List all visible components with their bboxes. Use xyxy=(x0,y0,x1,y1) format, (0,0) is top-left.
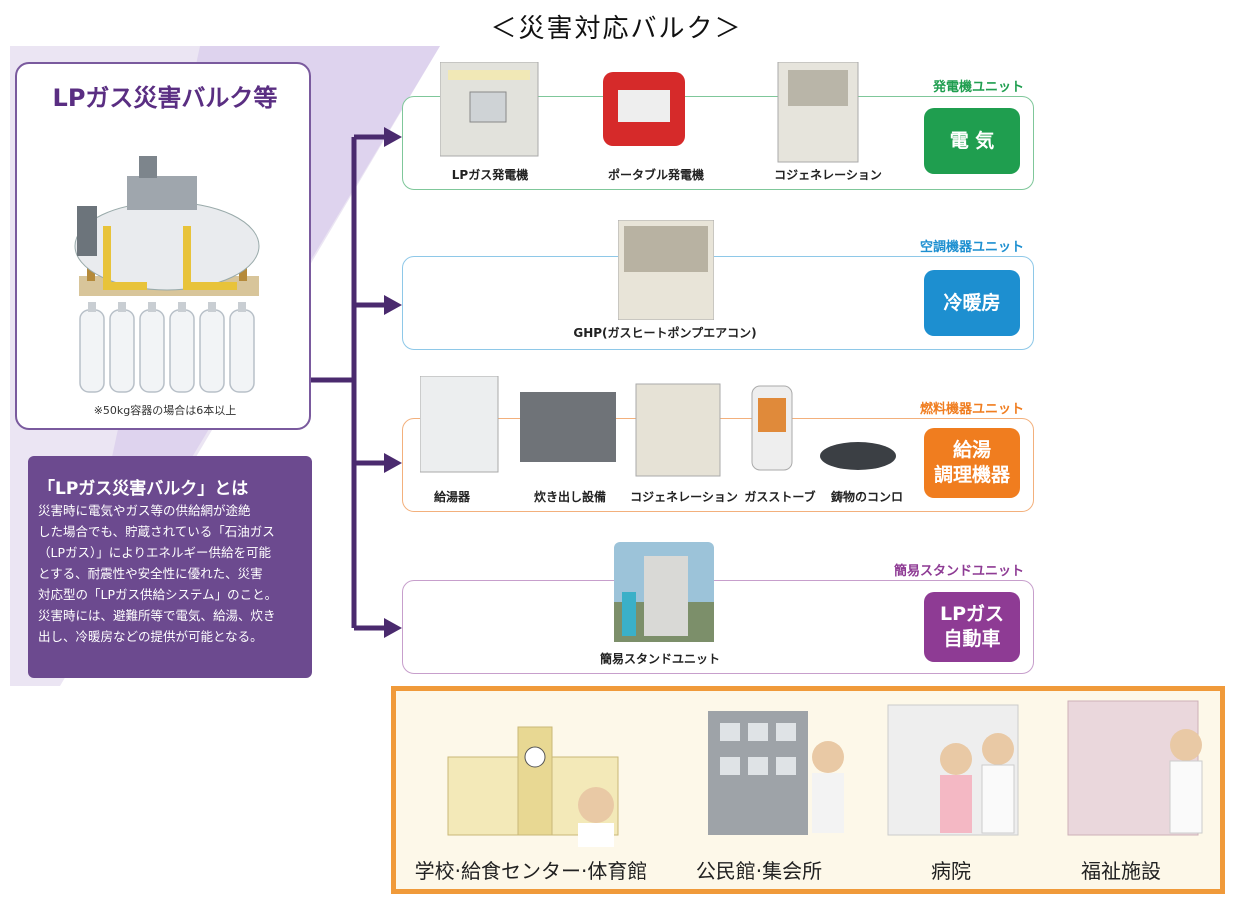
unit-item: LPガス発電機 xyxy=(451,168,529,182)
about-line: 出し、冷暖房などの提供が可能となる。 xyxy=(38,629,263,644)
bulk-panel: LPガス災害バルク等 ※50kg容器の場合は6本以上 xyxy=(15,62,311,430)
page-title: ＜災害対応バルク＞ xyxy=(490,14,743,44)
bulk-tank-illustration xyxy=(74,156,260,296)
arrow-head-3 xyxy=(384,453,402,473)
about-panel: 「LPガス災害バルク」とは 災害時に電気やガス等の供給網が途絶 した場合でも、貯… xyxy=(28,456,312,678)
arrow-head-2 xyxy=(384,295,402,315)
generator-illustrations xyxy=(440,62,859,163)
badge-electricity: 電 気 xyxy=(924,108,1020,174)
unit-item: ポータブル発電機 xyxy=(607,168,704,182)
unit-item: コジェネレーション xyxy=(774,168,882,182)
about-line: とする、耐震性や安全性に優れた、災害 xyxy=(38,566,263,581)
bulk-note: ※50kg容器の場合は6本以上 xyxy=(93,404,237,417)
unit-label-generator: 発電機ユニット xyxy=(932,80,1024,95)
unit-item: 炊き出し設備 xyxy=(533,490,606,504)
unit-label-stand: 簡易スタンドユニット xyxy=(893,564,1024,579)
about-line: 災害時には、避難所等で電気、給湯、炊き xyxy=(38,608,276,623)
about-line: した場合でも、貯蔵されている「石油ガス xyxy=(38,524,275,539)
facility-welfare: 福祉施設 xyxy=(1081,859,1161,883)
facility-hospital: 病院 xyxy=(931,859,971,883)
facilities-illustration xyxy=(447,700,1203,847)
facility-community-hall: 公民館·集会所 xyxy=(695,859,823,883)
fuel-appliance-illustrations xyxy=(420,376,896,477)
about-text: 災害時に電気やガス等の供給網が途絶 した場合でも、貯蔵されている「石油ガス （L… xyxy=(38,500,306,647)
gas-cylinders-illustration xyxy=(79,302,255,393)
unit-item: 簡易スタンドユニット xyxy=(599,652,720,666)
badge-hot-water-cooking: 給湯 調理機器 xyxy=(924,428,1020,498)
bulk-title: LPガス災害バルク等 xyxy=(52,84,278,112)
ghp-illustration xyxy=(618,220,714,320)
about-title: 「LPガス災害バルク」とは xyxy=(38,479,249,499)
about-line: （LPガス）」によりエネルギー供給を可能 xyxy=(38,545,272,560)
badge-aircon: 冷暖房 xyxy=(924,270,1020,336)
stand-unit-illustration xyxy=(614,542,714,642)
unit-item: ガスストーブ xyxy=(744,490,816,504)
facility-school: 学校·給食センター·体育館 xyxy=(414,859,648,883)
badge-lp-gas-vehicle: LPガス 自動車 xyxy=(924,592,1020,662)
unit-item: 鋳物のコンロ xyxy=(830,490,903,504)
unit-item: コジェネレーション xyxy=(630,490,738,504)
about-line: 対応型の「LPガス供給システム」のこと。 xyxy=(38,587,278,602)
about-line: 災害時に電気やガス等の供給網が途絶 xyxy=(38,503,251,518)
arrow-head-4 xyxy=(384,618,402,638)
unit-item: GHP(ガスヒートポンプエアコン) xyxy=(573,326,757,340)
unit-label-fuel: 燃料機器ユニット xyxy=(919,402,1024,417)
arrow-head-1 xyxy=(384,127,402,147)
unit-label-aircon: 空調機器ユニット xyxy=(919,240,1024,255)
facilities-panel: 学校·給食センター·体育館 公民館·集会所 病院 福祉施設 xyxy=(391,686,1225,894)
unit-item: 給湯器 xyxy=(433,490,470,504)
